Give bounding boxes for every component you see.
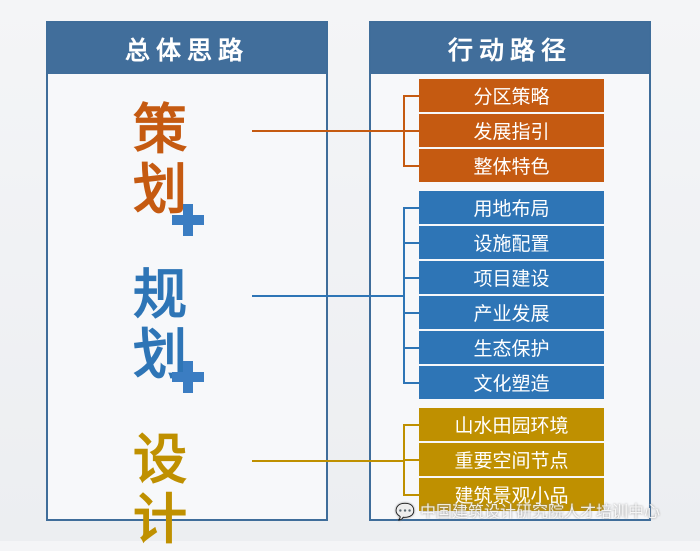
bracket-tick <box>403 207 419 209</box>
bracket-tick <box>403 347 419 349</box>
bracket-tick <box>403 242 419 244</box>
action-item: 整体特色 <box>419 149 604 182</box>
bracket-line <box>403 207 405 382</box>
bracket-tick <box>403 95 419 97</box>
connector-line <box>252 130 404 132</box>
bracket-tick <box>403 424 419 426</box>
action-item: 发展指引 <box>419 114 604 147</box>
overall-approach-title: 总体思路 <box>48 23 326 74</box>
action-item: 用地布局 <box>419 191 604 224</box>
plus-icon <box>170 359 206 395</box>
bracket-tick <box>403 130 419 132</box>
bracket-tick <box>403 165 419 167</box>
concept-0: 策划 <box>133 98 199 221</box>
bracket-tick <box>403 277 419 279</box>
overall-approach-panel: 总体思路 <box>46 21 328 521</box>
concept-2: 设计 <box>133 428 199 551</box>
action-item: 生态保护 <box>419 331 604 364</box>
action-item: 文化塑造 <box>419 366 604 399</box>
action-item: 设施配置 <box>419 226 604 259</box>
action-path-title: 行动路径 <box>371 23 649 74</box>
watermark: 💬 中国建筑设计研究院人才培训中心 <box>395 498 660 522</box>
watermark-text: 中国建筑设计研究院人才培训中心 <box>420 502 661 521</box>
connector-line <box>252 295 404 297</box>
action-item: 项目建设 <box>419 261 604 294</box>
bracket-tick <box>403 459 419 461</box>
plus-icon <box>170 202 206 238</box>
action-item: 产业发展 <box>419 296 604 329</box>
connector-line <box>252 460 404 462</box>
action-item: 重要空间节点 <box>419 443 604 476</box>
action-item: 山水田园环境 <box>419 408 604 441</box>
wechat-icon: 💬 <box>395 502 421 521</box>
bracket-tick <box>403 312 419 314</box>
concept-1: 规划 <box>133 263 199 386</box>
action-item: 分区策略 <box>419 79 604 112</box>
bracket-tick <box>403 494 419 496</box>
action-item: 建筑景观小品 <box>419 478 604 511</box>
bracket-tick <box>403 382 419 384</box>
